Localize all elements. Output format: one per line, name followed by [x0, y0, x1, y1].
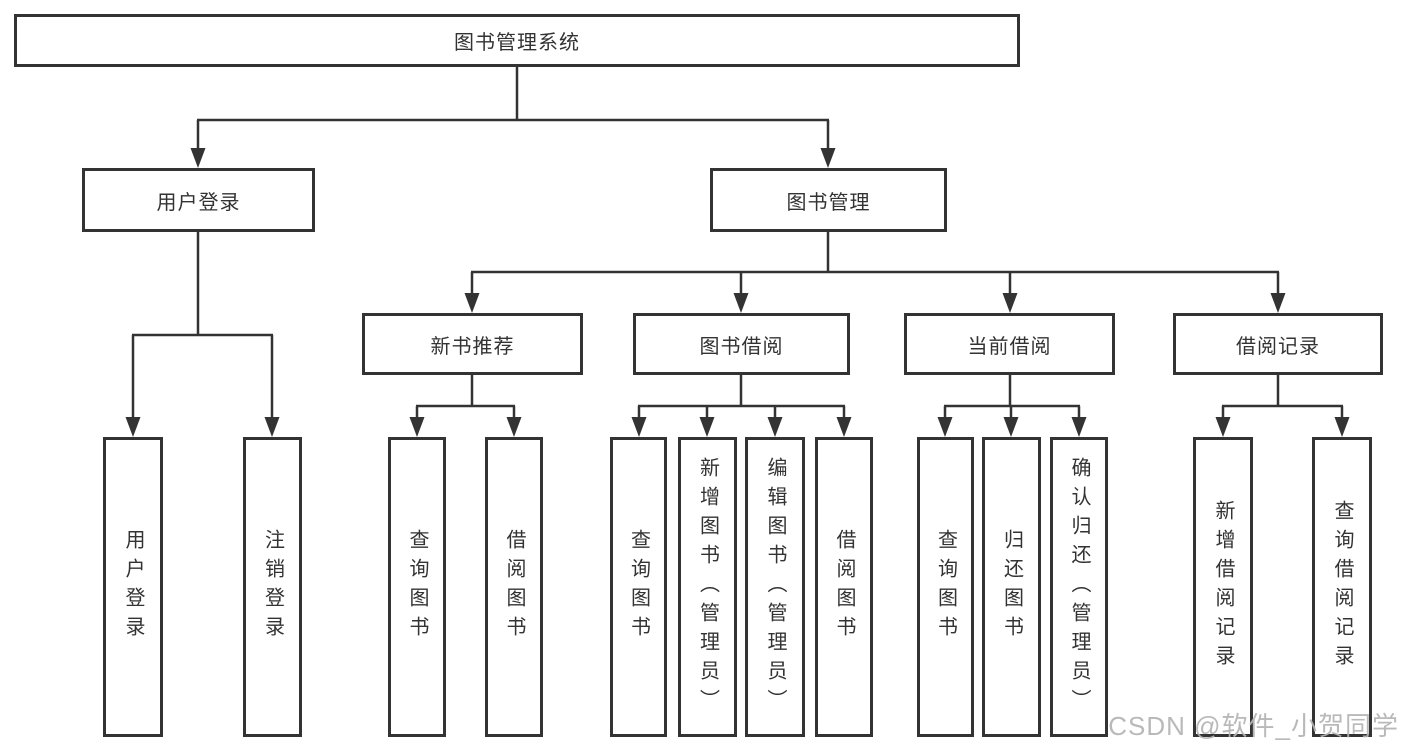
node-label: 查询图书 — [934, 529, 957, 645]
node-borrow-books-2: 借阅图书 — [815, 437, 873, 737]
node-label: 新增借阅记录 — [1212, 500, 1234, 674]
node-label: 借阅图书 — [833, 529, 855, 645]
node-edit-books-admin: 编辑图书（管理员） — [745, 437, 805, 737]
node-label: 借阅记录 — [1236, 335, 1320, 358]
node-label: 图书管理系统 — [454, 32, 580, 54]
node-label: 用户登录 — [156, 191, 241, 214]
node-query-books-2: 查询图书 — [610, 437, 667, 737]
node-user-login-leaf: 用户登录 — [103, 437, 163, 737]
watermark: CSDN @软件_小贺同学 — [1108, 711, 1399, 741]
node-confirm-return-admin: 确认归还（管理员） — [1050, 437, 1108, 737]
node-logout: 注销登录 — [243, 437, 302, 737]
node-label: 图书借阅 — [699, 335, 784, 358]
node-label: 当前借阅 — [967, 335, 1052, 358]
node-label: 图书管理 — [786, 191, 871, 214]
node-library-management-system: 图书管理系统 — [14, 14, 1020, 67]
node-label: 新增图书（管理员） — [696, 456, 719, 718]
node-label: 注销登录 — [261, 529, 284, 645]
node-label: 编辑图书（管理员） — [764, 456, 786, 718]
node-label: 查询图书 — [627, 529, 650, 645]
node-add-borrow-record: 新增借阅记录 — [1193, 437, 1253, 737]
node-query-books-3: 查询图书 — [917, 437, 974, 737]
node-book-borrowing: 图书借阅 — [633, 313, 850, 375]
node-borrowing-records: 借阅记录 — [1173, 313, 1383, 375]
node-label: 归还图书 — [1000, 529, 1023, 645]
node-query-borrow-record: 查询借阅记录 — [1312, 437, 1372, 737]
node-label: 新书推荐 — [430, 335, 515, 358]
node-label: 借阅图书 — [503, 529, 525, 645]
node-book-management: 图书管理 — [710, 168, 947, 232]
node-borrow-books: 借阅图书 — [485, 437, 543, 737]
node-query-books: 查询图书 — [388, 437, 446, 737]
node-label: 查询图书 — [406, 529, 428, 645]
node-add-books-admin: 新增图书（管理员） — [678, 437, 737, 737]
node-return-books: 归还图书 — [982, 437, 1041, 737]
node-label: 确认归还（管理员） — [1068, 456, 1090, 718]
node-label: 查询借阅记录 — [1331, 500, 1353, 674]
node-new-book-recommendation: 新书推荐 — [362, 313, 583, 375]
node-label: 用户登录 — [122, 529, 144, 645]
node-current-borrowing: 当前借阅 — [904, 313, 1115, 375]
node-user-login: 用户登录 — [82, 168, 315, 232]
